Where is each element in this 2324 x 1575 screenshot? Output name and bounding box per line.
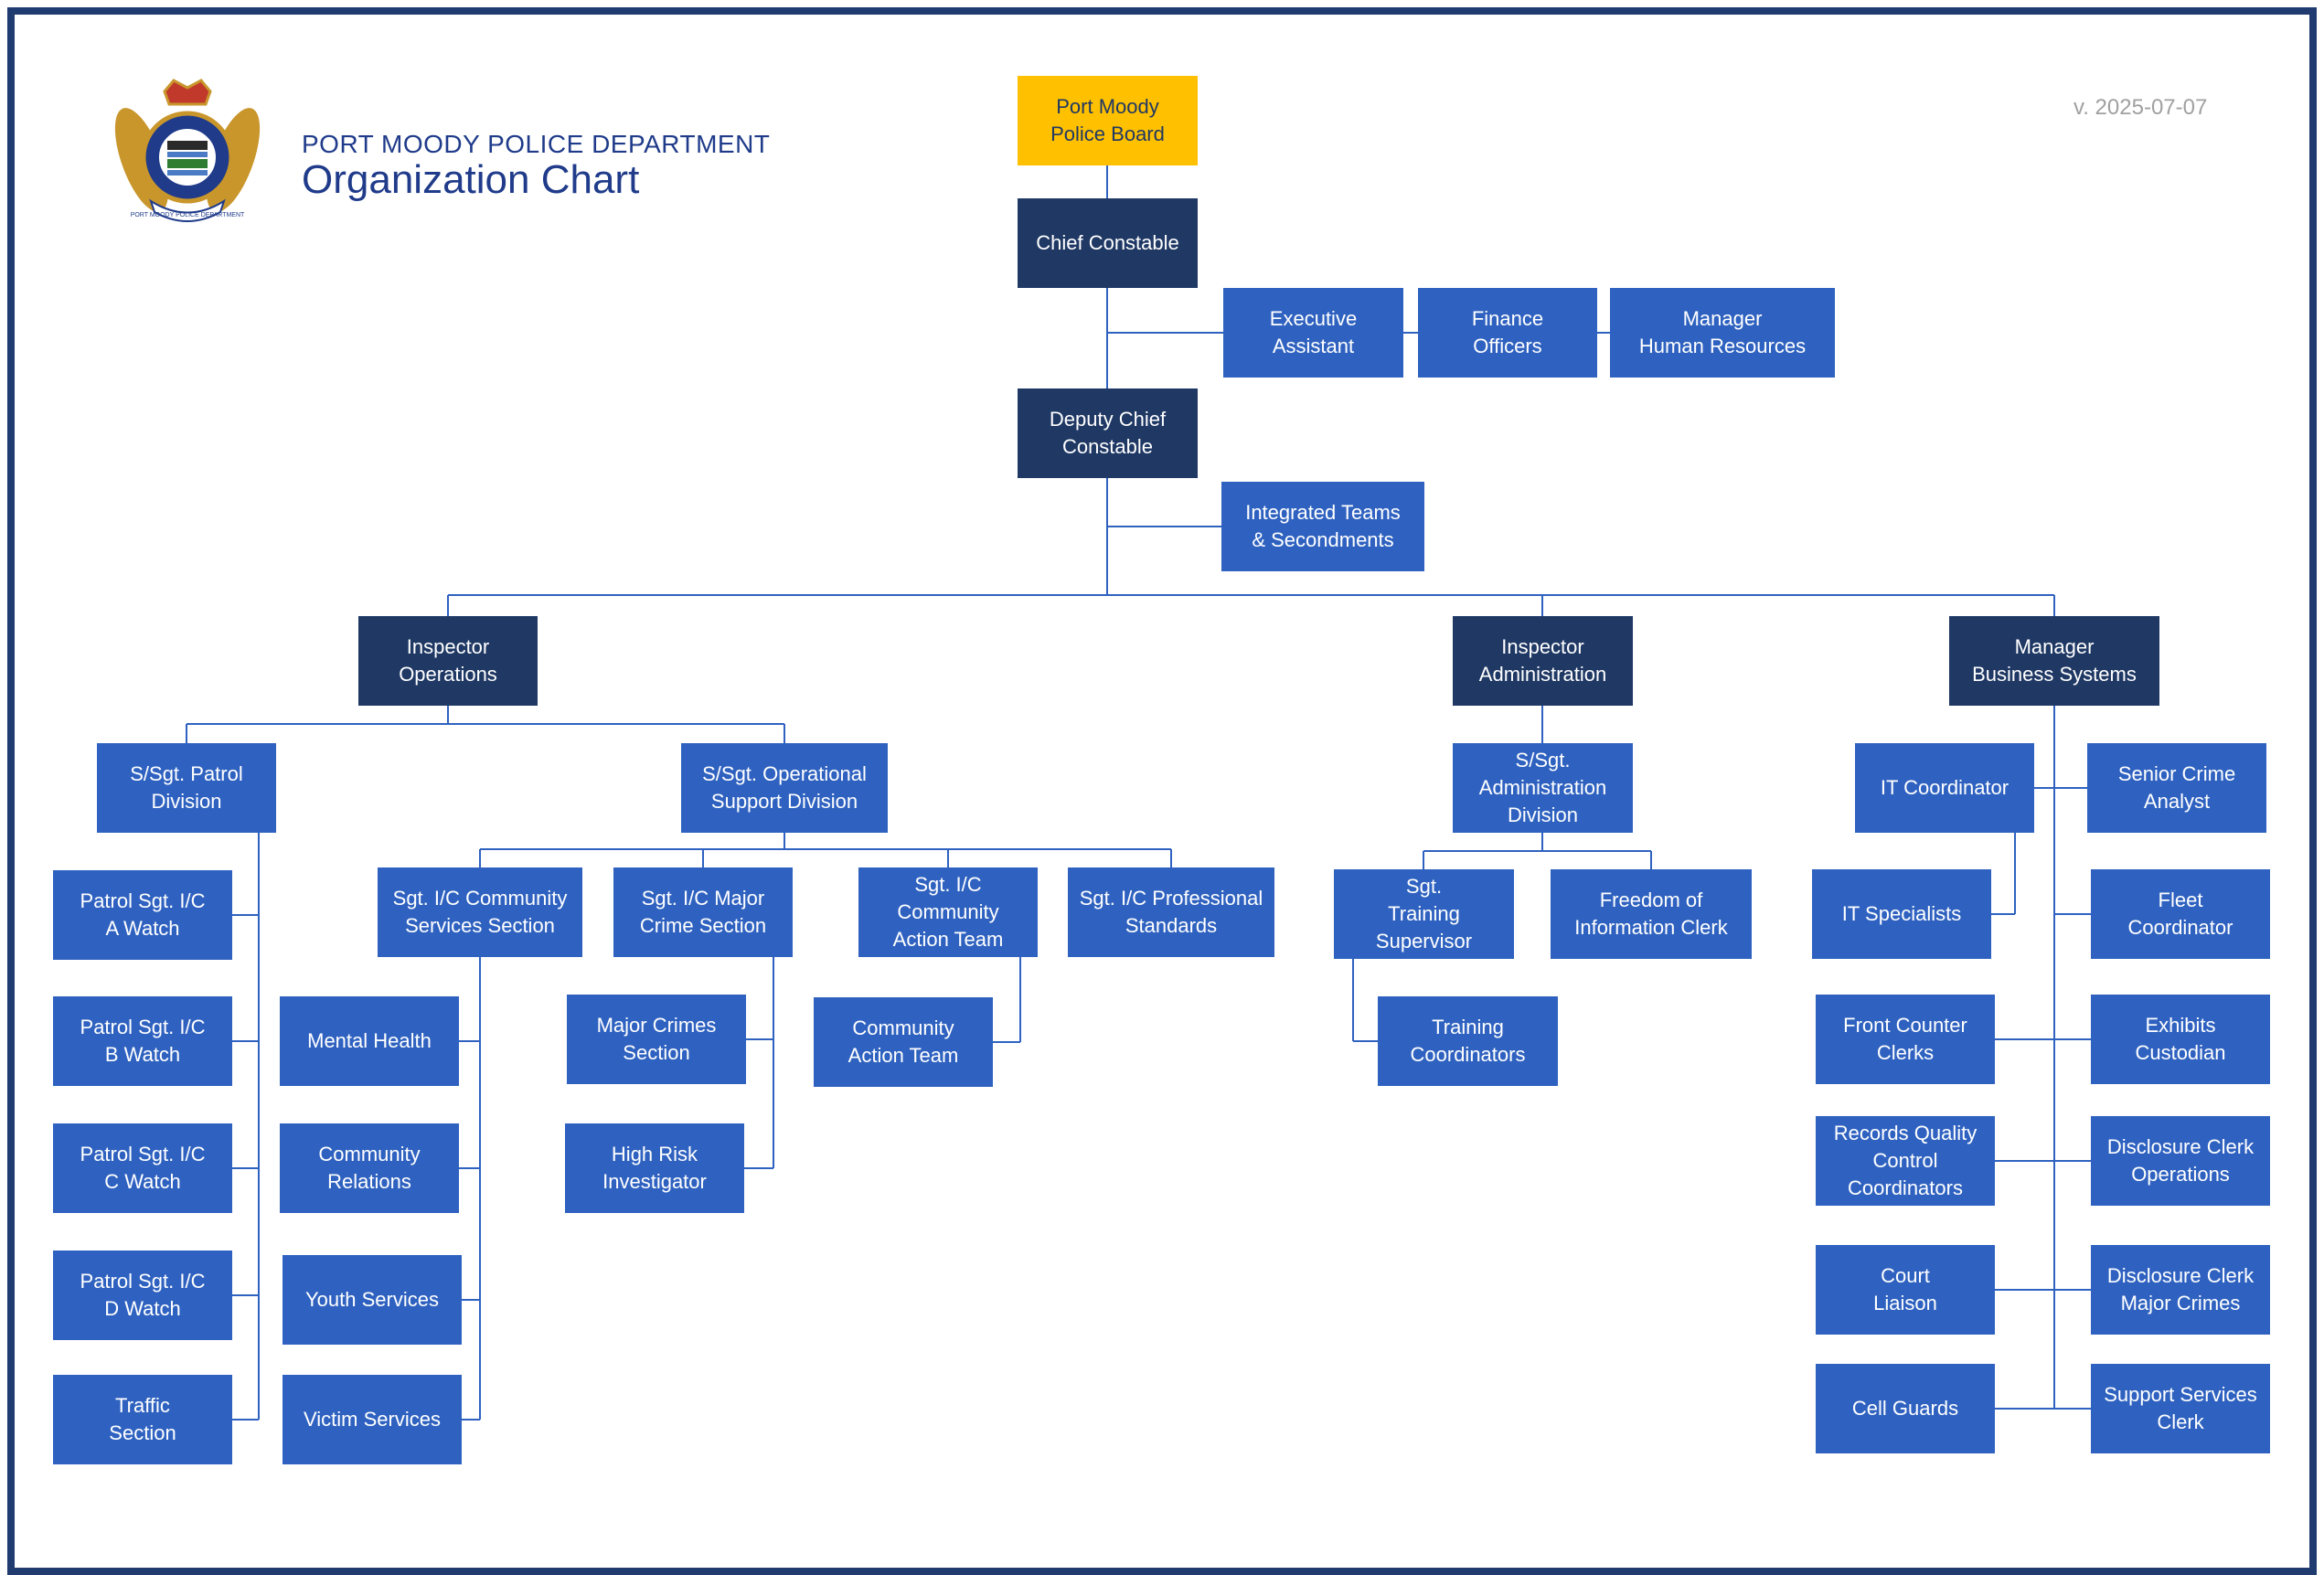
inspector-administration-box: Inspector Administration xyxy=(1453,616,1633,706)
training-coordinators-box: Training Coordinators xyxy=(1378,996,1558,1086)
manager-business-systems-box: Manager Business Systems xyxy=(1949,616,2159,706)
traffic-section-box: Traffic Section xyxy=(53,1375,232,1464)
patrol-b-watch-box: Patrol Sgt. I/C B Watch xyxy=(53,996,232,1086)
page-title: Organization Chart xyxy=(302,157,640,202)
freedom-of-information-box: Freedom of Information Clerk xyxy=(1551,869,1752,959)
court-liaison-box: Court Liaison xyxy=(1816,1245,1995,1335)
victim-services-box: Victim Services xyxy=(283,1375,462,1464)
sgt-professional-standards-box: Sgt. I/C Professional Standards xyxy=(1068,867,1274,957)
community-relations-box: Community Relations xyxy=(280,1123,459,1213)
sgt-training-supervisor-box: Sgt. Training Supervisor xyxy=(1334,869,1514,959)
page-frame xyxy=(7,7,2317,1575)
exhibits-custodian-box: Exhibits Custodian xyxy=(2091,995,2270,1084)
sgt-community-action-team-box: Sgt. I/C Community Action Team xyxy=(858,867,1038,957)
manager-hr-box: Manager Human Resources xyxy=(1610,288,1835,378)
executive-assistant-box: Executive Assistant xyxy=(1223,288,1403,378)
integrated-teams-box: Integrated Teams & Secondments xyxy=(1221,482,1424,571)
svg-text:PORT MOODY POLICE DEPARTMENT: PORT MOODY POLICE DEPARTMENT xyxy=(131,212,245,218)
it-coordinator-box: IT Coordinator xyxy=(1855,743,2034,833)
disclosure-clerk-operations-box: Disclosure Clerk Operations xyxy=(2091,1116,2270,1206)
high-risk-investigator-box: High Risk Investigator xyxy=(565,1123,744,1213)
patrol-a-watch-box: Patrol Sgt. I/C A Watch xyxy=(53,870,232,960)
major-crimes-section-box: Major Crimes Section xyxy=(567,995,746,1084)
police-board-box: Port Moody Police Board xyxy=(1018,76,1198,165)
inspector-operations-box: Inspector Operations xyxy=(358,616,538,706)
department-name: PORT MOODY POLICE DEPARTMENT xyxy=(302,130,771,158)
patrol-d-watch-box: Patrol Sgt. I/C D Watch xyxy=(53,1250,232,1340)
chief-constable-box: Chief Constable xyxy=(1018,198,1198,288)
sgt-major-crime-box: Sgt. I/C Major Crime Section xyxy=(613,867,793,957)
ssgt-administration-division-box: S/Sgt. Administration Division xyxy=(1453,743,1633,833)
youth-services-box: Youth Services xyxy=(283,1255,462,1345)
finance-officers-box: Finance Officers xyxy=(1418,288,1597,378)
it-specialists-box: IT Specialists xyxy=(1812,869,1991,959)
disclosure-clerk-major-crimes-box: Disclosure Clerk Major Crimes xyxy=(2091,1245,2270,1335)
community-action-team-box: Community Action Team xyxy=(814,997,993,1087)
ssgt-operational-support-box: S/Sgt. Operational Support Division xyxy=(681,743,888,833)
deputy-chief-box: Deputy Chief Constable xyxy=(1018,388,1198,478)
senior-crime-analyst-box: Senior Crime Analyst xyxy=(2087,743,2266,833)
police-crest-logo: PORT MOODY POLICE DEPARTMENT xyxy=(114,79,261,222)
mental-health-box: Mental Health xyxy=(280,996,459,1086)
records-quality-control-box: Records Quality Control Coordinators xyxy=(1816,1116,1995,1206)
support-services-clerk-box: Support Services Clerk xyxy=(2091,1364,2270,1453)
front-counter-clerks-box: Front Counter Clerks xyxy=(1816,995,1995,1084)
ssgt-patrol-division-box: S/Sgt. Patrol Division xyxy=(97,743,276,833)
fleet-coordinator-box: Fleet Coordinator xyxy=(2091,869,2270,959)
version-label: v. 2025-07-07 xyxy=(2073,95,2208,120)
patrol-c-watch-box: Patrol Sgt. I/C C Watch xyxy=(53,1123,232,1213)
cell-guards-box: Cell Guards xyxy=(1816,1364,1995,1453)
sgt-community-services-box: Sgt. I/C Community Services Section xyxy=(378,867,582,957)
